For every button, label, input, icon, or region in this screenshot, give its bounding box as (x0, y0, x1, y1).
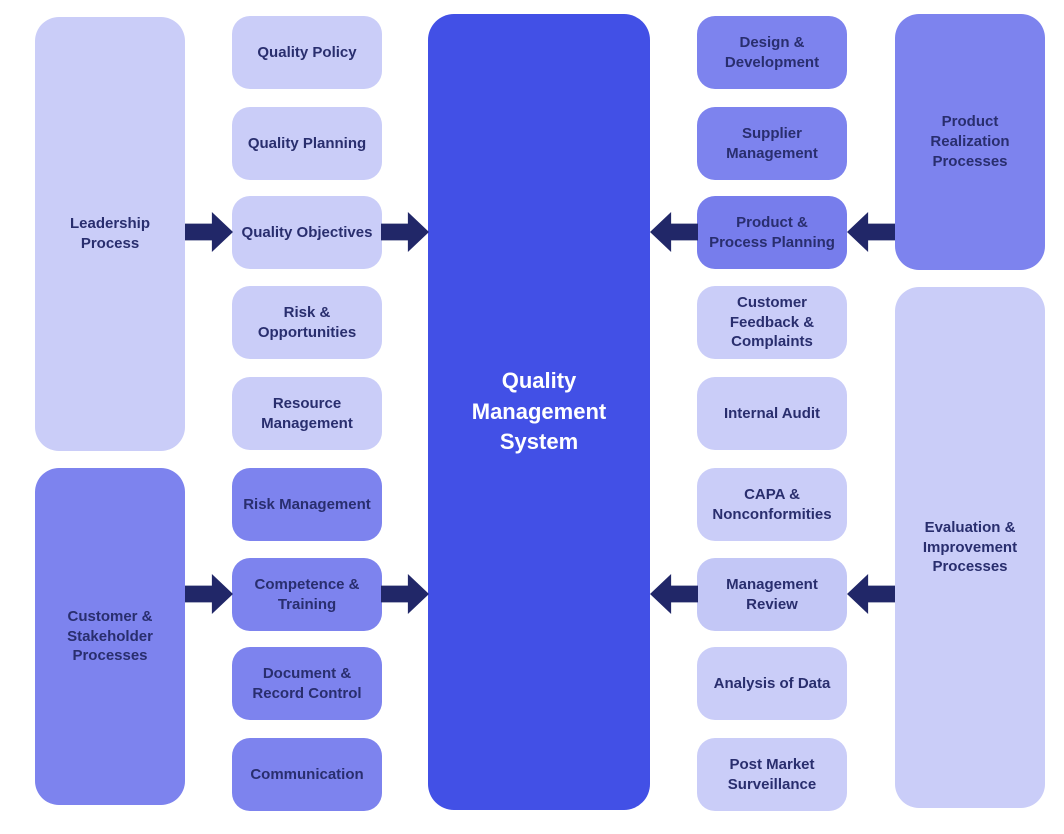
process-box-supplier-management: Supplier Management (697, 107, 847, 180)
process-box-customer-feedback-complaints: Customer Feedback & Complaints (697, 286, 847, 359)
arrow-quality-objectives-to-center-icon (381, 212, 429, 252)
process-box-label: CAPA & Nonconformities (712, 485, 832, 523)
process-box-resource-management: Resource Management (232, 377, 382, 450)
arrow-leadership-to-quality-objectives-icon (185, 212, 233, 252)
process-box-internal-audit: Internal Audit (697, 377, 847, 450)
process-box-post-market-surveillance: Post Market Surveillance (697, 738, 847, 811)
process-box-product-process-planning: Product & Process Planning (697, 196, 847, 269)
process-box-label: Supplier Management (726, 124, 818, 162)
process-box-document-record-control: Document & Record Control (232, 647, 382, 720)
process-box-label: Product Realization Processes (930, 113, 1010, 170)
process-box-label: Customer Feedback & Complaints (729, 293, 815, 351)
process-box-analysis-of-data: Analysis of Data (697, 647, 847, 720)
qms-center-box: Quality Management System (428, 14, 650, 810)
process-box-label: Resource Management (261, 394, 353, 432)
qms-center-label: Quality Management System (471, 367, 607, 455)
process-box-management-review: Management Review (697, 558, 847, 631)
process-box-label: Quality Policy (257, 43, 357, 61)
process-box-label: Internal Audit (723, 404, 821, 422)
process-box-label: Evaluation & Improvement Processes (922, 518, 1018, 576)
process-box-quality-policy: Quality Policy (232, 16, 382, 89)
process-box-capa-nonconformities: CAPA & Nonconformities (697, 468, 847, 541)
process-box-label: Quality Planning (247, 134, 367, 152)
arrow-product-process-planning-to-center-icon (650, 212, 698, 252)
process-box-risk-opportunities: Risk & Opportunities (232, 286, 382, 359)
process-box-label: Leadership Process (69, 215, 151, 252)
process-box-label: Customer & Stakeholder Processes (67, 607, 153, 665)
process-box-label: Risk Management (243, 495, 371, 513)
process-box-product-realization: Product Realization Processes (895, 14, 1045, 270)
process-box-label: Document & Record Control (252, 664, 362, 702)
process-box-label: Competence & Training (254, 575, 360, 613)
process-box-leadership: Leadership Process (35, 17, 185, 451)
process-box-competence-training: Competence & Training (232, 558, 382, 631)
process-box-label: Product & Process Planning (709, 213, 835, 251)
process-box-label: Quality Objectives (241, 223, 373, 241)
process-box-evaluation-improvement: Evaluation & Improvement Processes (895, 287, 1045, 808)
process-box-communication: Communication (232, 738, 382, 811)
process-box-label: Communication (250, 765, 364, 783)
process-box-label: Management Review (726, 575, 818, 613)
arrow-customer-to-competence-training-icon (185, 574, 233, 614)
process-box-label: Design & Development (724, 33, 820, 71)
arrow-competence-training-to-center-icon (381, 574, 429, 614)
process-box-label: Post Market Surveillance (727, 755, 817, 793)
process-box-label: Analysis of Data (713, 674, 831, 692)
process-box-risk-management: Risk Management (232, 468, 382, 541)
process-box-design-development: Design & Development (697, 16, 847, 89)
arrow-management-review-to-center-icon (650, 574, 698, 614)
process-box-label: Risk & Opportunities (257, 303, 357, 341)
process-box-quality-objectives: Quality Objectives (232, 196, 382, 269)
arrow-evaluation-to-management-review-icon (847, 574, 895, 614)
process-box-customer-stakeholder: Customer & Stakeholder Processes (35, 468, 185, 805)
process-box-quality-planning: Quality Planning (232, 107, 382, 180)
arrow-product-realization-to-planning-icon (847, 212, 895, 252)
